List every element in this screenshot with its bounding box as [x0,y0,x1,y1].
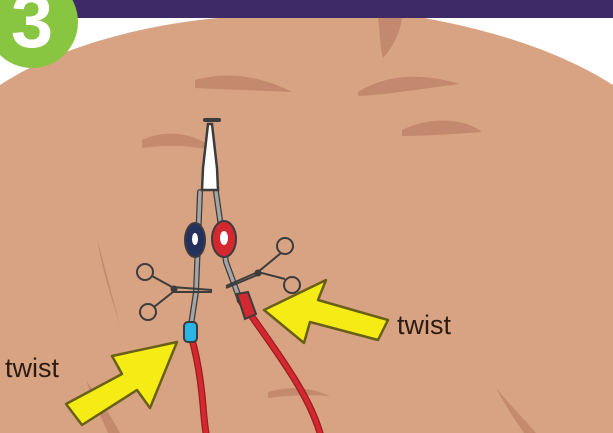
header-bar [0,0,613,18]
twist-label-left: twist [5,353,59,384]
step-number: 3 [0,0,72,62]
chest-silhouette [0,12,613,433]
twist-label-right: twist [397,310,451,341]
